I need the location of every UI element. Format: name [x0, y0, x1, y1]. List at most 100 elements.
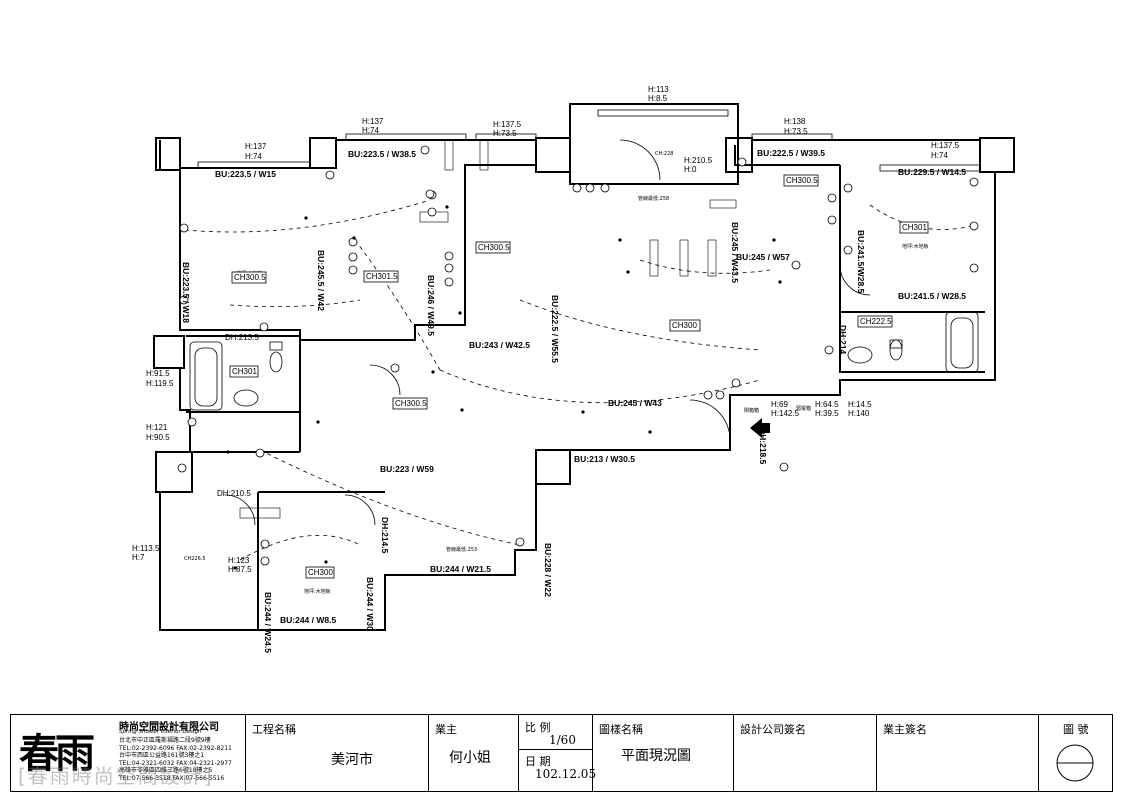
- date-value: 102.12.05: [535, 767, 597, 781]
- company-logo: 春雨: [19, 730, 95, 777]
- dimension-label: H:138: [784, 117, 806, 126]
- dimension-label: H:119.5: [146, 379, 174, 388]
- drawing-name-cell: 圖樣名稱 平面現況圖: [593, 715, 734, 791]
- drawing-value: 平面現況圖: [621, 748, 691, 764]
- dimension-label: H:123: [228, 556, 250, 565]
- floor-plan: H:137H:74H:137H:74H:137.5H:73.5H:113H:8.…: [132, 85, 1015, 653]
- room-note: 管線最低:253: [446, 546, 477, 553]
- address-line: 台北市中正區羅斯福路二段9號9樓: [119, 737, 211, 744]
- dimension-label: H:142.5: [771, 409, 800, 418]
- project-label: 工程名稱: [252, 723, 296, 736]
- drawing-label: 圖樣名稱: [599, 723, 643, 736]
- ceiling-height-label: CH300.5: [786, 176, 818, 185]
- dimension-label: H:73.5: [784, 127, 808, 136]
- ceiling-height-box: [783, 174, 819, 187]
- wall-dimension-label: BU:245.5 / W42: [316, 250, 326, 311]
- watermark: [春雨時尚空間設計]: [18, 764, 214, 788]
- ceiling-height-box: [363, 270, 399, 283]
- plan-annotations: H:137H:74H:137H:74H:137.5H:73.5H:113H:8.…: [132, 85, 966, 653]
- ceiling-height-label: CH301: [232, 367, 257, 376]
- company-cell: 春雨 時尚空間設計有限公司 Spring Shower Interior Des…: [11, 715, 246, 791]
- dimension-label: H:121: [146, 423, 168, 432]
- room-note: 閘箱箱: [744, 407, 759, 414]
- wall-dimension-label: BU:229.5 / W14.5: [898, 167, 966, 177]
- company-name: 時尚空間設計有限公司: [119, 722, 219, 733]
- ceiling-height-box: [229, 365, 259, 378]
- company-address: 台北市中正區羅斯福路二段9號9樓 TEL:02-2392-6096 FAX:02…: [119, 737, 232, 782]
- ceiling-height-box: [899, 221, 929, 234]
- number-label: 圖 號: [1063, 723, 1089, 736]
- fixture-dots: [226, 205, 782, 570]
- ceiling-height-label: CH300: [672, 321, 697, 330]
- walls: [153, 103, 1015, 631]
- dimension-label: H:210.5: [684, 156, 713, 165]
- dimension-label: H:137: [362, 117, 384, 126]
- dimension-label: DH:213.5: [225, 333, 259, 342]
- title-block: 春雨 時尚空間設計有限公司 Spring Shower Interior Des…: [10, 714, 1113, 792]
- windows: [197, 109, 981, 172]
- design-sign-label: 設計公司簽名: [740, 723, 806, 736]
- owner-value: 何小姐: [449, 750, 491, 766]
- wall-dimension-label: BU:222.5 / W39.5: [757, 148, 825, 158]
- address-line: TEL:07-566-3518 FAX:07-566-5516: [119, 774, 225, 782]
- address-line: TEL:04-2321-6032 FAX:04-2321-2977: [119, 759, 232, 767]
- ceiling-height-box: [669, 319, 701, 332]
- wall-dimension-label: BU:244 / W8.5: [280, 615, 336, 625]
- wall-dimension-label: BU:241.5 / W28.5: [898, 291, 966, 301]
- door-swings: [224, 139, 871, 526]
- wall-dimension-label: BU:244 / W21.5: [430, 564, 491, 574]
- column: [535, 449, 571, 485]
- owner-sign-label: 業主簽名: [883, 723, 927, 736]
- drawing-number-circle-icon: [1056, 744, 1094, 782]
- address-line: TEL:02-2392-6096 FAX:02-2392-8211: [119, 744, 232, 752]
- ceiling-height-label: CH300.5: [478, 243, 510, 252]
- wall-dimension-label: BU:245 / W43.5: [730, 222, 740, 283]
- wall-dimension-label: BU:223.5 / W18: [181, 262, 191, 323]
- wall-dimension-label: BU:246 / W49.5: [426, 275, 436, 336]
- dimension-label: H:39.5: [815, 409, 839, 418]
- dimension-label: H:64.5: [815, 400, 839, 409]
- dimension-label: H:91.5: [146, 369, 170, 378]
- dimension-label: H:137.5: [493, 120, 522, 129]
- address-line: 高雄市苓雅區四維三路6號18樓之5: [119, 767, 213, 774]
- dimension-label: H:90.5: [146, 433, 170, 442]
- column: [155, 451, 193, 493]
- room-note: 地坪:木地板: [304, 588, 331, 595]
- dimension-label: H:74: [931, 151, 948, 160]
- outlet-symbols: [177, 145, 979, 566]
- column: [155, 137, 181, 171]
- entrance-arrow-tail: [762, 423, 770, 433]
- dimension-label: H:69: [771, 400, 788, 409]
- wall-dimension-label: BU:243 / W42.5: [469, 340, 530, 350]
- dimension-label: H:140: [848, 409, 870, 418]
- ceiling-height-box: [392, 397, 428, 410]
- ceiling-height-label: CH300: [308, 568, 333, 577]
- owner-sign-cell: 業主簽名: [877, 715, 1039, 791]
- date-label: 日 期: [525, 755, 551, 768]
- ceiling-height-label: CH301.5: [366, 272, 398, 281]
- ceiling-height-label: CH300.5: [234, 273, 266, 282]
- ceiling-height-label: CH222.5: [860, 317, 892, 326]
- room-note: CH226.5: [184, 556, 206, 562]
- ceiling-height-box: [231, 271, 267, 284]
- owner-cell: 業主 何小姐: [429, 715, 519, 791]
- wall-dimension-label: BU:223 / W59: [380, 464, 434, 474]
- drawing-number-cell: 圖 號: [1039, 715, 1112, 791]
- room-note: CH:228: [655, 151, 673, 157]
- project-cell: 工程名稱 美河市: [246, 715, 429, 791]
- dimension-label: H:74: [362, 126, 379, 135]
- dimension-label: H:7: [132, 553, 145, 562]
- ceiling-height-box: [305, 566, 335, 579]
- wall-dimension-label: DH:218.5: [758, 428, 768, 465]
- dimension-label: H:113.5: [132, 544, 160, 553]
- dimension-label: DH:210.5: [217, 489, 251, 498]
- wall-dimension-label: BU:241.5/W28.5: [856, 230, 866, 294]
- dimension-label: H:14.5: [848, 400, 872, 409]
- company-name-en: Spring Shower Interior Design: [119, 729, 202, 735]
- scale-value: 1/60: [549, 733, 576, 747]
- wall-dimension-label: BU:213 / W30.5: [574, 454, 635, 464]
- design-sign-cell: 設計公司簽名: [734, 715, 877, 791]
- dimension-label: H:87.5: [228, 565, 252, 574]
- ceiling-height-box: [475, 241, 511, 254]
- ceiling-height-label: CH301: [902, 223, 927, 232]
